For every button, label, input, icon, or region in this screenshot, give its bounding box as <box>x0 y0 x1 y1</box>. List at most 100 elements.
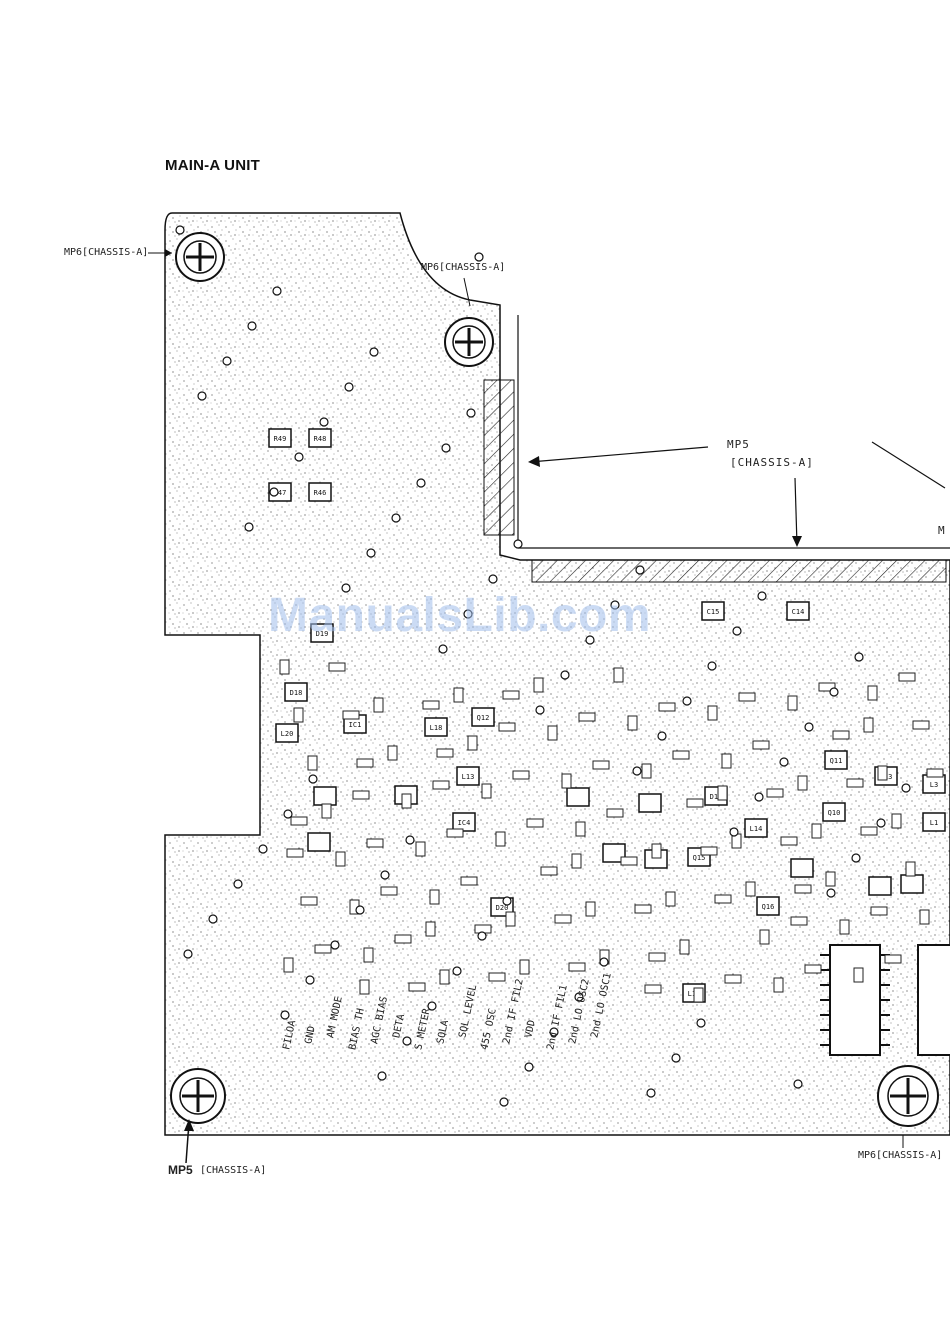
component-label: L3 <box>930 781 938 789</box>
via-hole <box>779 757 789 767</box>
passive-part <box>505 911 516 927</box>
via-hole <box>247 321 257 331</box>
ic-package-2 <box>917 944 950 1056</box>
passive-part <box>554 914 572 924</box>
passive-part <box>526 818 544 828</box>
watermark-text: ManualsLib.com <box>268 589 652 642</box>
via-hole <box>499 1097 509 1107</box>
via-hole <box>366 548 376 558</box>
passive-part <box>804 964 822 974</box>
component-label: L20 <box>281 730 294 738</box>
passive-part <box>745 881 756 897</box>
passive-part <box>512 770 530 780</box>
via-hole <box>513 539 523 549</box>
via-hole <box>599 957 609 967</box>
via-hole <box>585 635 595 645</box>
via-hole <box>233 879 243 889</box>
passive-part <box>481 783 492 799</box>
hatched-strip-vertical <box>483 379 515 536</box>
passive-part <box>606 808 624 818</box>
passive-part <box>571 853 582 869</box>
component-footprint: C15 <box>701 601 725 621</box>
via-hole <box>222 356 232 366</box>
passive-part <box>714 894 732 904</box>
component-footprint: R49 <box>268 428 292 448</box>
passive-part <box>547 725 558 741</box>
passive-part <box>651 843 662 859</box>
via-hole <box>208 914 218 924</box>
passive-part <box>439 969 450 985</box>
via-hole <box>402 1036 412 1046</box>
passive-part <box>290 816 308 826</box>
via-hole <box>308 774 318 784</box>
component-footprint: Q10 <box>822 802 846 822</box>
label-mp5-right-fragment: M <box>938 524 946 537</box>
via-hole <box>574 992 584 1002</box>
via-hole <box>416 478 426 488</box>
via-hole <box>319 417 329 427</box>
via-hole <box>441 443 451 453</box>
via-hole <box>183 949 193 959</box>
passive-part <box>686 798 704 808</box>
label-mp5-mid: MP5 <box>727 438 750 451</box>
passive-part <box>467 735 478 751</box>
passive-part <box>568 962 586 972</box>
passive-part <box>432 780 450 790</box>
passive-part <box>912 720 930 730</box>
passive-part <box>401 793 412 809</box>
via-hole <box>854 652 864 662</box>
passive-part <box>578 712 596 722</box>
component-label: L13 <box>462 773 475 781</box>
via-hole <box>793 1079 803 1089</box>
component-label: L18 <box>430 724 443 732</box>
passive-part <box>724 974 742 984</box>
component-footprint: R48 <box>308 428 332 448</box>
via-hole <box>732 626 742 636</box>
passive-part <box>429 889 440 905</box>
component-label: Q16 <box>762 903 775 911</box>
via-hole <box>258 844 268 854</box>
passive-part <box>919 909 930 925</box>
via-hole <box>283 809 293 819</box>
component-footprint <box>307 832 331 852</box>
component-label: D13 <box>710 793 723 801</box>
component-label: Q15 <box>693 854 706 862</box>
via-hole <box>826 888 836 898</box>
passive-part <box>884 954 902 964</box>
component-label: R48 <box>314 435 327 443</box>
passive-part <box>863 717 874 733</box>
component-label: IC4 <box>458 819 471 827</box>
passive-part <box>387 745 398 761</box>
passive-part <box>307 755 318 771</box>
via-hole <box>280 1010 290 1020</box>
component-label: R46 <box>314 489 327 497</box>
passive-part <box>752 740 770 750</box>
via-hole <box>851 853 861 863</box>
passive-part <box>825 871 836 887</box>
component-label: IC1 <box>349 721 362 729</box>
label-mp6-top-left: MP6[CHASSIS-A] <box>64 247 149 258</box>
via-hole <box>635 565 645 575</box>
component-label: R49 <box>274 435 287 443</box>
passive-part <box>891 813 902 829</box>
via-hole <box>330 940 340 950</box>
passive-part <box>502 690 520 700</box>
via-hole <box>305 975 315 985</box>
passive-part <box>860 826 878 836</box>
via-hole <box>380 870 390 880</box>
component-footprint: C14 <box>786 601 810 621</box>
via-hole <box>269 487 279 497</box>
via-hole <box>632 766 642 776</box>
passive-part <box>460 876 478 886</box>
screw-bottom-left <box>170 1068 226 1124</box>
component-footprint: L18 <box>424 717 448 737</box>
passive-part <box>846 778 864 788</box>
passive-part <box>540 866 558 876</box>
via-hole <box>757 591 767 601</box>
passive-part <box>436 748 454 758</box>
passive-part <box>818 682 836 692</box>
passive-part <box>293 707 304 723</box>
passive-part <box>773 977 784 993</box>
component-footprint: R46 <box>308 482 332 502</box>
passive-part <box>408 982 426 992</box>
